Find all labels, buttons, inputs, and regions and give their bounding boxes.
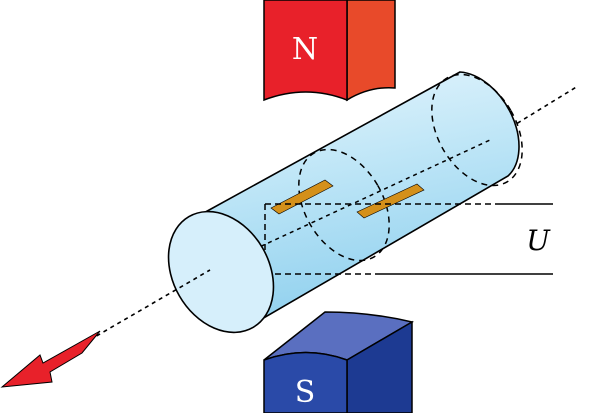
pipe-front-end xyxy=(167,210,275,334)
south-magnet-front xyxy=(263,351,348,413)
pipe-body xyxy=(199,71,520,332)
voltage-label: U xyxy=(526,224,551,257)
pipe-section-ring-far xyxy=(431,73,523,187)
north-magnet: N xyxy=(263,0,396,102)
south-pole-label: S xyxy=(295,375,316,410)
south-magnet: S xyxy=(263,311,414,413)
north-pole-label: N xyxy=(292,32,318,67)
electrode-front xyxy=(356,183,425,219)
flow-direction-arrow-icon xyxy=(0,330,101,388)
electrode-back xyxy=(270,179,334,215)
pipe-section-ring-middle xyxy=(298,148,390,262)
north-magnet-front xyxy=(263,0,348,102)
north-magnet-side xyxy=(346,0,396,102)
